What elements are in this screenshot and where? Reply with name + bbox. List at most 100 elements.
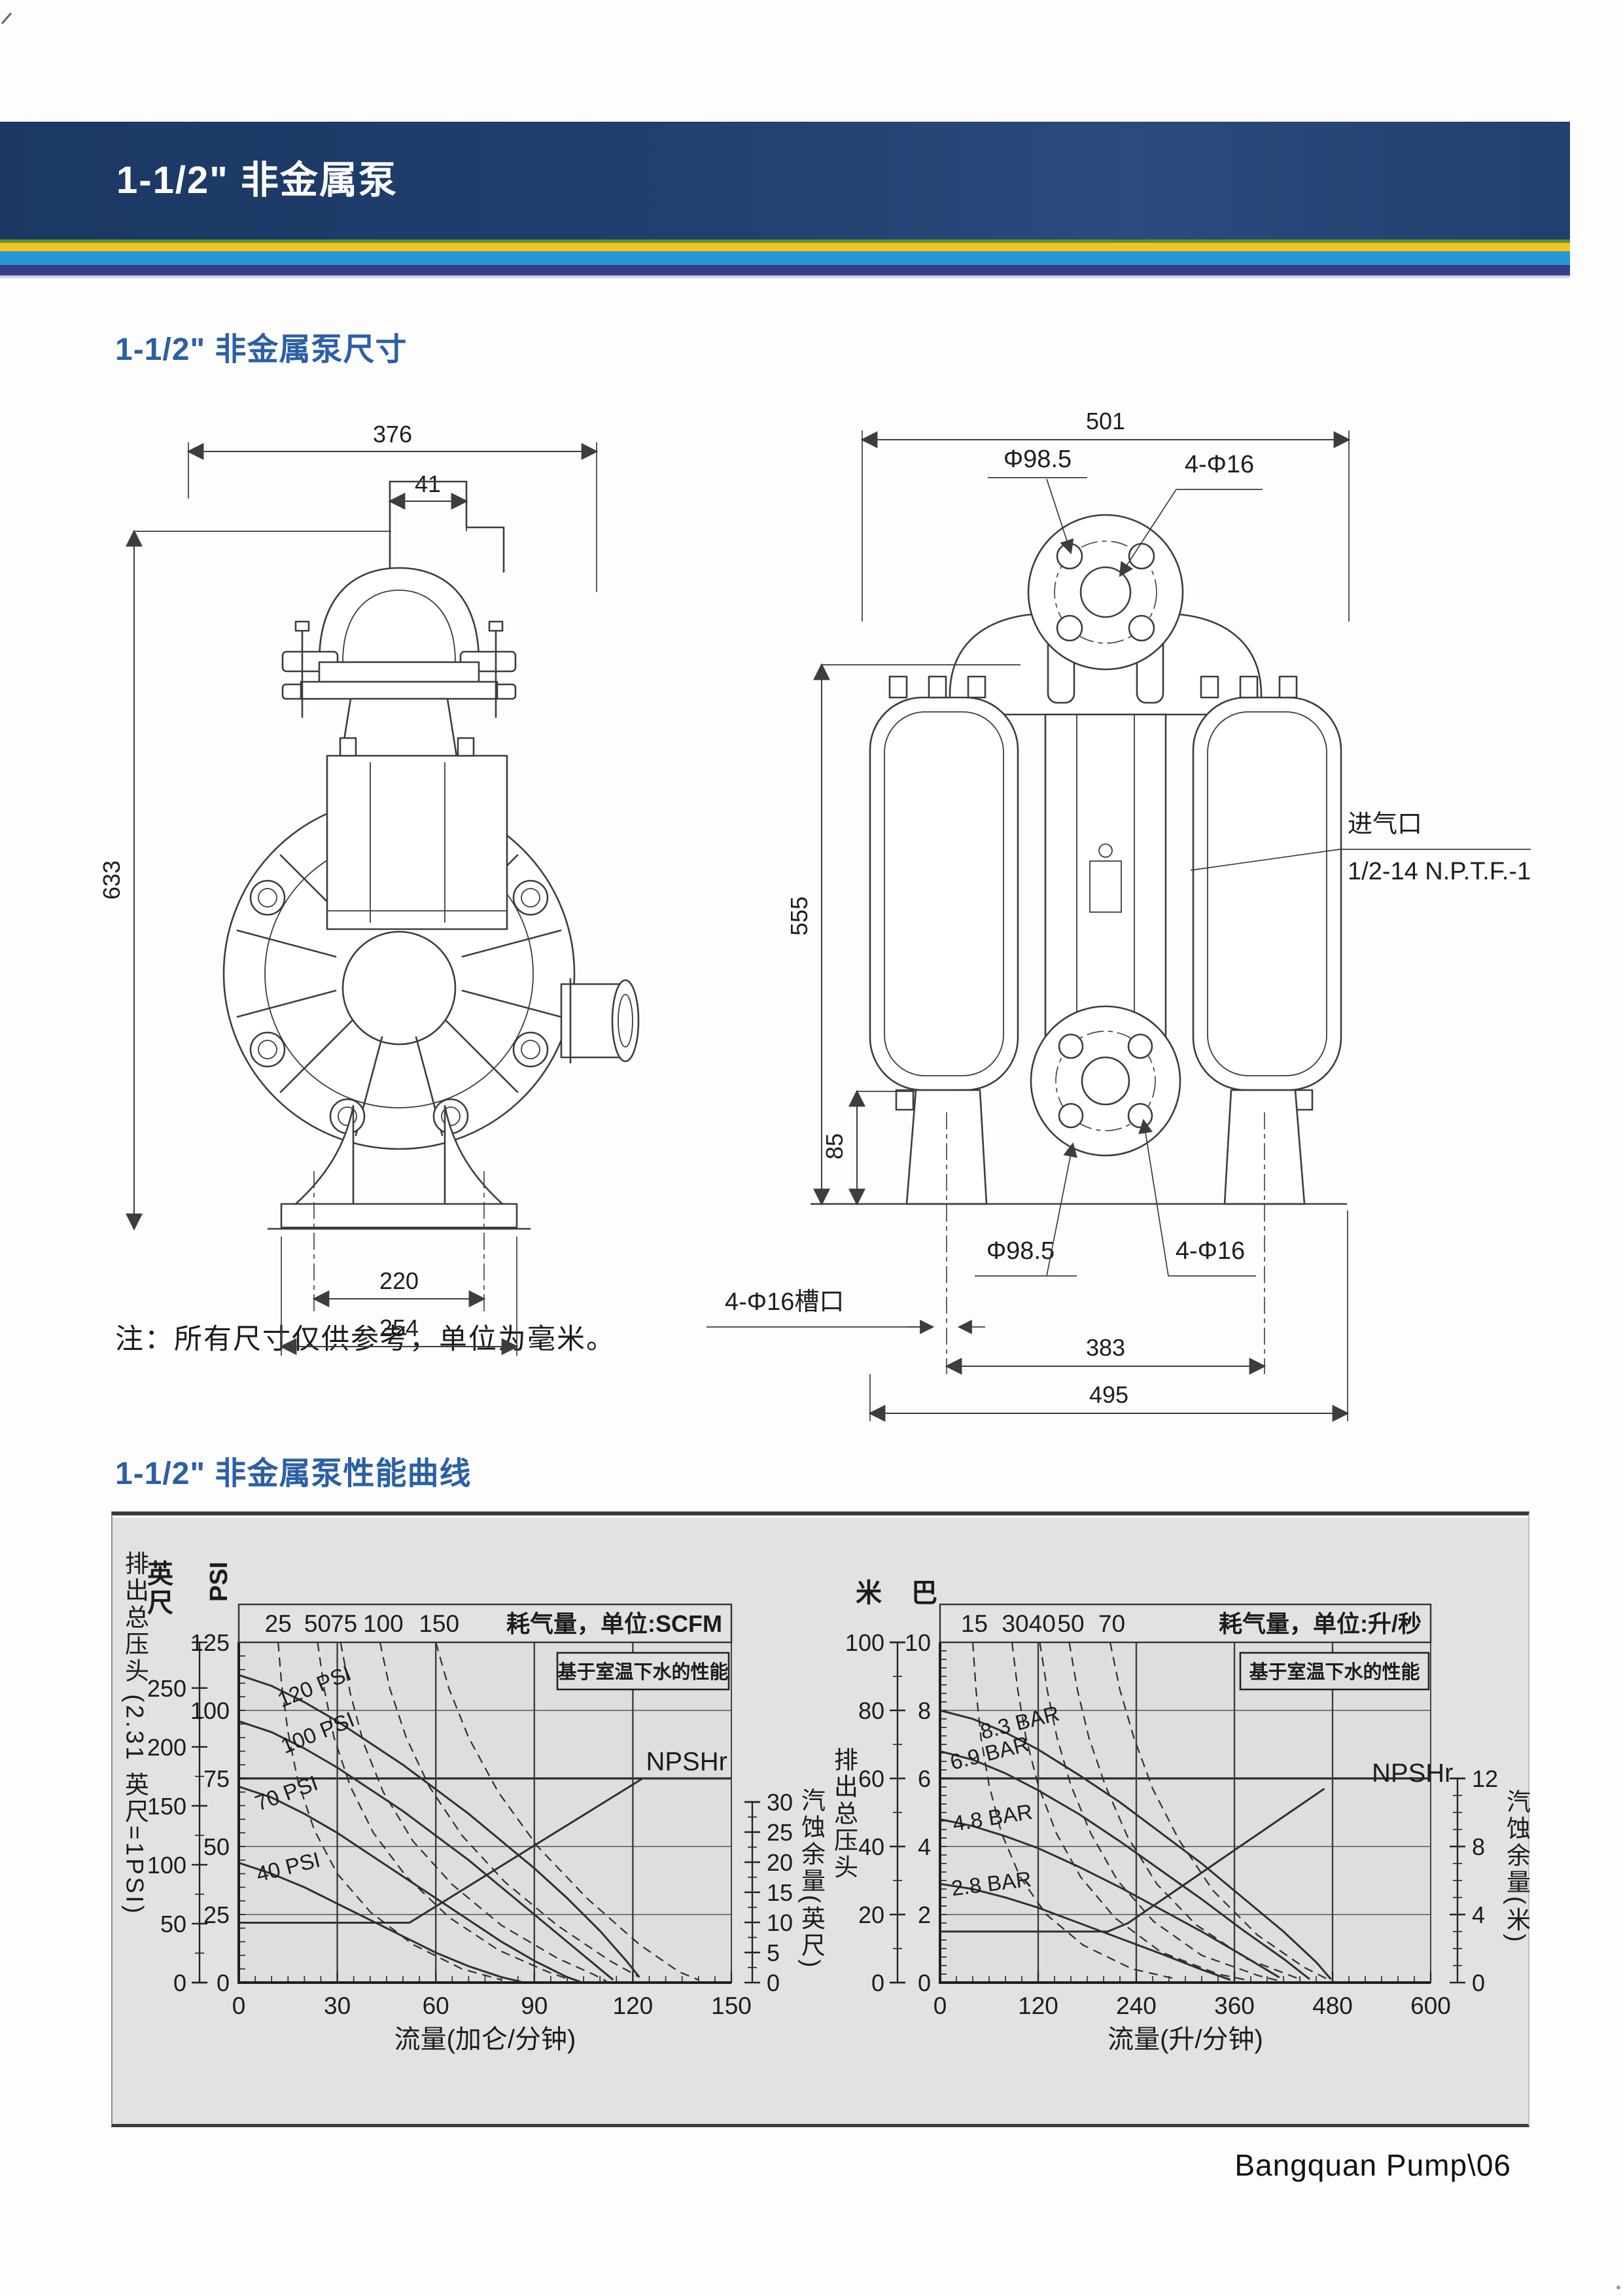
svg-text:250: 250 <box>147 1675 186 1702</box>
svg-text:4: 4 <box>1472 1901 1485 1928</box>
svg-text:20: 20 <box>858 1901 884 1928</box>
pump-side-view: 501 Φ98.5 4-Φ16 <box>707 408 1531 1422</box>
page-corner-mark <box>1 12 12 24</box>
pump-front-view: 376 41 633 <box>98 421 640 1356</box>
svg-text:75: 75 <box>330 1610 357 1637</box>
svg-text:0: 0 <box>871 1969 884 1996</box>
svg-text:150: 150 <box>419 1610 459 1637</box>
svg-text:20: 20 <box>767 1849 793 1876</box>
svg-text:125: 125 <box>190 1629 230 1656</box>
svg-text:汽蚀余量(米): 汽蚀余量(米) <box>1503 1789 1531 1945</box>
svg-text:70: 70 <box>1098 1610 1125 1637</box>
svg-text:耗气量，单位:SCFM: 耗气量，单位:SCFM <box>506 1610 722 1637</box>
svg-text:50: 50 <box>160 1911 186 1937</box>
page-corner-mark <box>1616 2286 1620 2289</box>
svg-text:25: 25 <box>265 1610 292 1637</box>
stripe-green <box>0 239 1570 243</box>
label-top-flange-dia: Φ98.5 <box>1003 446 1072 473</box>
svg-text:150: 150 <box>711 1992 752 2019</box>
svg-text:NPSHr: NPSHr <box>1372 1759 1453 1788</box>
stripe-blue <box>0 251 1570 265</box>
svg-text:2: 2 <box>918 1901 931 1928</box>
svg-text:排出总压头: 排出总压头 <box>831 1747 858 1881</box>
svg-text:6: 6 <box>918 1765 931 1792</box>
dim-side-foot: 85 <box>821 1133 848 1159</box>
svg-text:耗气量，单位:升/秒: 耗气量，单位:升/秒 <box>1219 1610 1422 1637</box>
svg-text:8: 8 <box>918 1697 931 1724</box>
label-bottom-flange-dia: Φ98.5 <box>986 1237 1055 1265</box>
dim-side-width: 501 <box>1086 408 1125 434</box>
svg-text:0: 0 <box>232 1992 246 2019</box>
svg-text:120: 120 <box>613 1992 654 2019</box>
label-bottom-flange-holes: 4-Φ16 <box>1176 1237 1245 1265</box>
svg-text:25: 25 <box>767 1819 793 1846</box>
svg-text:30: 30 <box>1002 1610 1028 1637</box>
svg-text:米: 米 <box>856 1579 882 1608</box>
svg-text:240: 240 <box>1116 1992 1157 2019</box>
svg-text:100: 100 <box>363 1610 404 1637</box>
svg-text:100: 100 <box>147 1852 186 1879</box>
svg-text:15: 15 <box>961 1610 988 1637</box>
section-title-performance: 1-1/2" 非金属泵性能曲线 <box>115 1457 472 1491</box>
label-foot-slots: 4-Φ16槽口 <box>725 1288 844 1316</box>
svg-text:50: 50 <box>203 1833 230 1860</box>
label-top-flange-holes: 4-Φ16 <box>1185 451 1254 478</box>
dim-side-base-width: 495 <box>1089 1381 1128 1408</box>
svg-text:8: 8 <box>1472 1833 1485 1860</box>
dim-side-bolt-span: 383 <box>1086 1334 1125 1361</box>
svg-text:90: 90 <box>521 1992 548 2019</box>
svg-text:40: 40 <box>858 1833 884 1860</box>
dim-front-base-width: 254 <box>379 1315 419 1341</box>
dim-front-valve: 41 <box>415 470 441 497</box>
svg-text:0: 0 <box>767 1969 780 1996</box>
svg-text:100: 100 <box>190 1697 230 1724</box>
dim-front-height: 633 <box>98 860 125 900</box>
svg-text:60: 60 <box>423 1992 449 2019</box>
svg-text:0: 0 <box>918 1969 931 1996</box>
svg-text:基于室温下水的性能: 基于室温下水的性能 <box>557 1661 728 1683</box>
svg-text:汽蚀余量(英尺): 汽蚀余量(英尺) <box>798 1788 826 1970</box>
svg-text:120: 120 <box>1018 1992 1058 2019</box>
svg-text:80: 80 <box>858 1697 884 1724</box>
label-air-inlet-thread: 1/2-14 N.P.T.F.-1 <box>1348 858 1531 885</box>
svg-text:排出总压头 (2.31 英尺=1PSI): 排出总压头 (2.31 英尺=1PSI) <box>122 1551 149 1916</box>
svg-text:50: 50 <box>1057 1610 1084 1637</box>
dim-front-width: 376 <box>373 421 412 448</box>
page-header-banner: 1-1/2" 非金属泵 <box>0 122 1570 239</box>
svg-text:流量(加仑/分钟): 流量(加仑/分钟) <box>394 2025 576 2054</box>
svg-text:PSI: PSI <box>205 1562 233 1602</box>
svg-text:4: 4 <box>918 1833 931 1860</box>
svg-text:30: 30 <box>767 1789 793 1816</box>
svg-text:0: 0 <box>217 1969 230 1996</box>
svg-text:75: 75 <box>203 1765 230 1792</box>
svg-text:25: 25 <box>203 1901 230 1928</box>
svg-text:0: 0 <box>173 1969 186 1996</box>
stripe-indigo <box>0 265 1570 275</box>
svg-text:NPSHr: NPSHr <box>646 1748 727 1776</box>
svg-text:10: 10 <box>767 1909 793 1936</box>
svg-text:600: 600 <box>1410 1992 1451 2019</box>
svg-text:基于室温下水的性能: 基于室温下水的性能 <box>1249 1661 1420 1683</box>
svg-text:360: 360 <box>1214 1992 1255 2019</box>
svg-text:巴: 巴 <box>911 1579 937 1608</box>
label-air-inlet: 进气口 <box>1348 811 1422 838</box>
svg-text:0: 0 <box>934 1992 947 2019</box>
page-title: 1-1/2" 非金属泵 <box>116 159 398 202</box>
section-title-dimensions: 1-1/2" 非金属泵尺寸 <box>115 332 408 367</box>
svg-text:200: 200 <box>147 1734 186 1761</box>
dim-side-height: 555 <box>786 896 812 936</box>
svg-text:30: 30 <box>324 1992 351 2019</box>
svg-text:5: 5 <box>767 1939 780 1966</box>
svg-text:0: 0 <box>1472 1969 1485 1996</box>
svg-text:60: 60 <box>858 1765 884 1792</box>
svg-text:480: 480 <box>1312 1992 1353 2019</box>
stripe-lavender <box>0 275 1570 278</box>
svg-text:10: 10 <box>905 1629 931 1656</box>
svg-text:12: 12 <box>1472 1765 1498 1792</box>
footer-page-label: Bangquan Pump\06 <box>1234 2148 1511 2182</box>
stripe-yellow <box>0 243 1570 251</box>
